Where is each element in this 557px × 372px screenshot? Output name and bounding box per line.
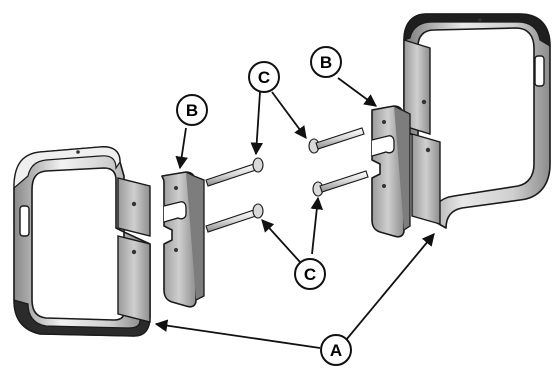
- callout-b-left: B: [176, 94, 208, 126]
- bolt-right-upper: [308, 127, 365, 154]
- right-band-clamp: [403, 13, 551, 229]
- callout-b-right: B: [310, 46, 342, 78]
- callout-a: A: [320, 334, 352, 366]
- leader-lines: [154, 77, 435, 349]
- leader-c-top-1: [250, 91, 264, 156]
- bolt-left-upper: [205, 157, 264, 187]
- left-band-clamp: [13, 146, 151, 337]
- leader-c-bottom-2: [310, 196, 324, 255]
- leader-b-right: [337, 77, 378, 107]
- leader-c-top-2: [271, 91, 307, 140]
- callout-c-top: C: [248, 61, 280, 93]
- callout-c-top-label: C: [258, 68, 270, 87]
- callout-b-left-label: B: [186, 101, 198, 120]
- callout-c-bottom: C: [294, 258, 326, 290]
- leader-b-left: [175, 127, 188, 170]
- left-bracket-plate: [161, 171, 205, 308]
- bolt-right-lower: [312, 170, 369, 197]
- callout-a-label: A: [330, 341, 342, 360]
- callout-b-right-label: B: [320, 53, 332, 72]
- callout-c-bottom-label: C: [304, 265, 316, 284]
- bolt-left-lower: [205, 203, 264, 233]
- leader-a-right: [345, 233, 435, 341]
- leader-a-left: [154, 319, 321, 349]
- right-bracket-plate: [371, 105, 411, 238]
- leader-c-bottom-1: [261, 219, 301, 263]
